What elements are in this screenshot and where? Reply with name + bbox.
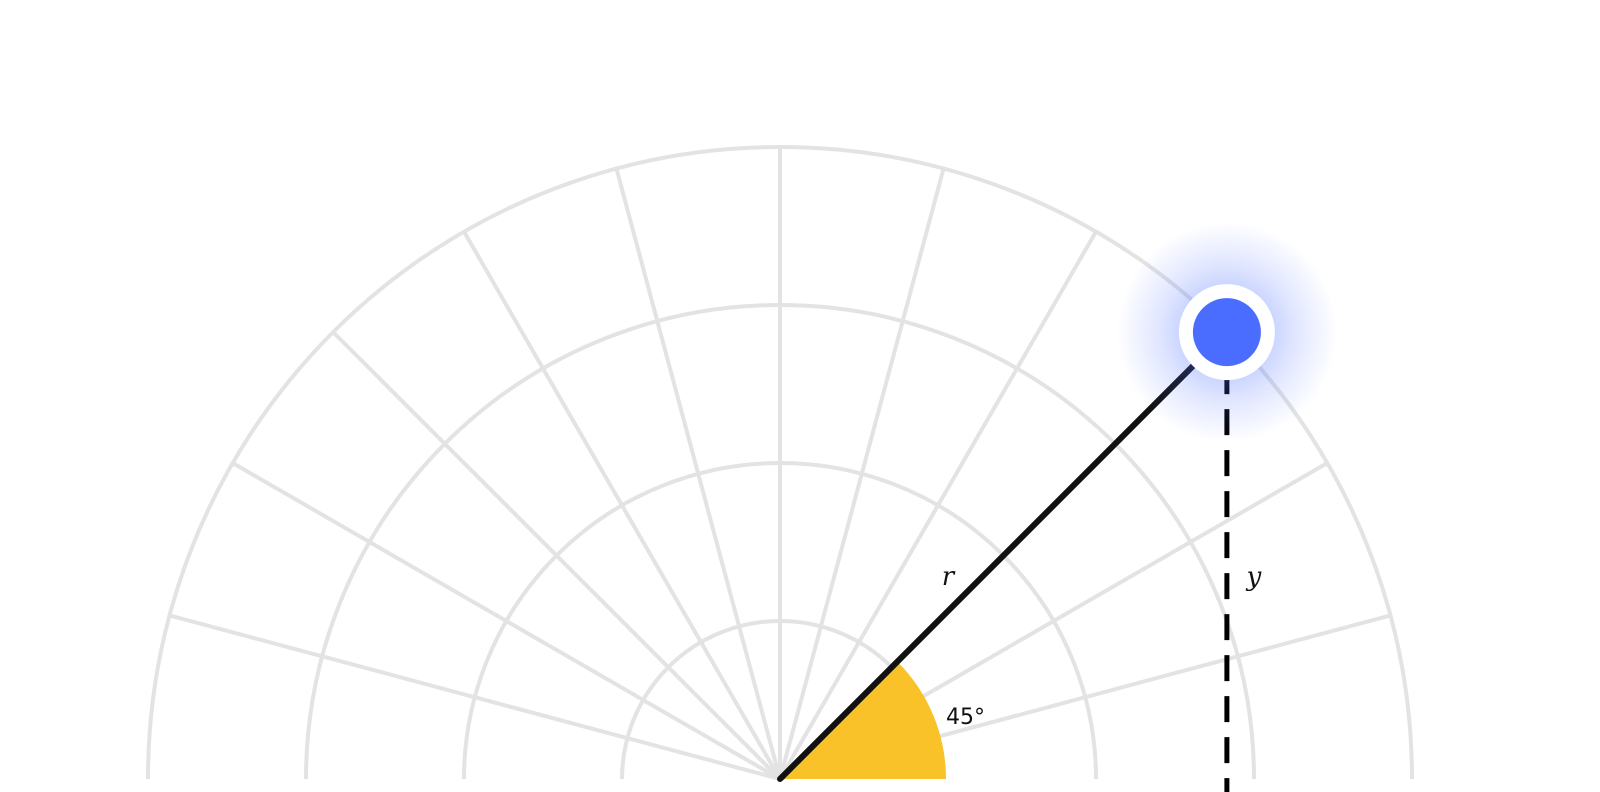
grid-spoke — [462, 230, 782, 781]
grid-spoke — [331, 330, 782, 781]
grid-spoke — [778, 230, 1098, 781]
grid-spoke — [778, 168, 946, 780]
grid-spoke — [231, 461, 782, 781]
y-label: y — [1246, 562, 1262, 592]
angle-wedge — [780, 661, 946, 779]
radius-label: r — [942, 562, 956, 592]
draggable-point[interactable] — [1192, 298, 1261, 367]
angle-label: 45° — [946, 705, 985, 730]
grid-spoke — [614, 168, 782, 780]
grid-spoke — [169, 613, 781, 781]
